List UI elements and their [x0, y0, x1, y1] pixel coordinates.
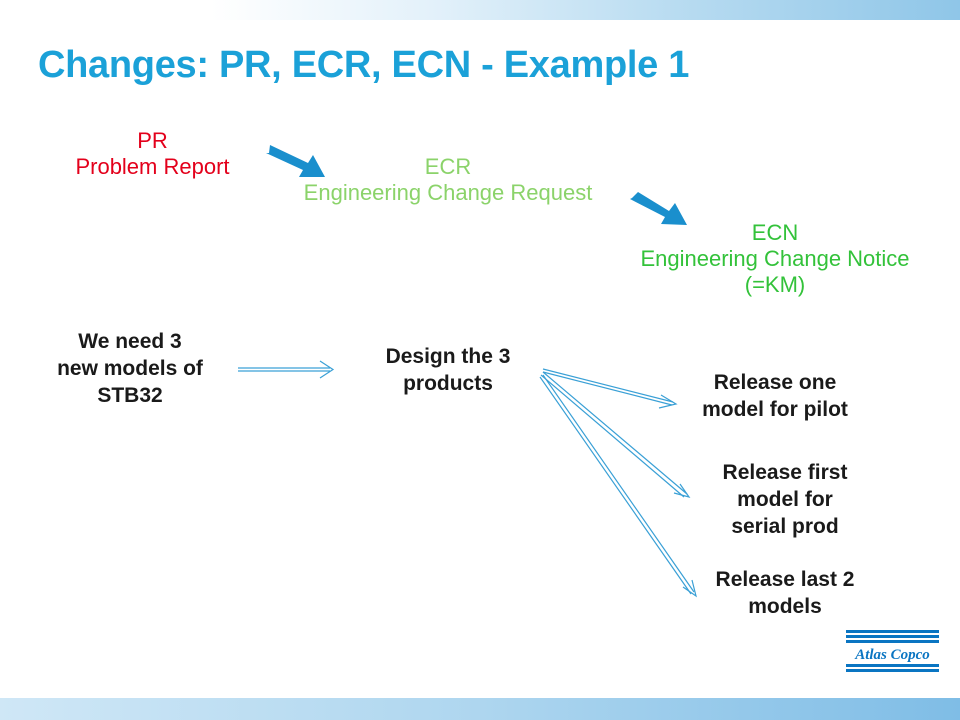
- stage-pr: PR Problem Report: [40, 128, 265, 180]
- ecn-full-name: Engineering Change Notice: [640, 246, 910, 271]
- stage-arrow-icon: [266, 145, 325, 177]
- pr-full-name: Problem Report: [75, 154, 230, 179]
- ecn-note: (=KM): [744, 272, 806, 297]
- atlas-copco-logo-icon: Atlas Copco: [846, 630, 939, 672]
- stage-ecn: ECN Engineering Change Notice (=KM): [600, 220, 950, 298]
- top-gradient-bar: [0, 0, 960, 20]
- step-design-products: Design the 3 products: [385, 345, 511, 395]
- ecr-full-name: Engineering Change Request: [303, 180, 593, 205]
- slide-title: Changes: PR, ECR, ECN - Example 1: [38, 44, 690, 86]
- flow-arrow-icon: [539, 374, 697, 598]
- step-release-first: Release first model for serial prod: [722, 461, 848, 538]
- ecr-abbr: ECR: [424, 154, 472, 179]
- flow-arrow-icon: [542, 368, 678, 409]
- logo-text: Atlas Copco: [854, 647, 930, 663]
- pr-abbr: PR: [137, 128, 168, 153]
- flow-arrow-icon: [238, 360, 335, 379]
- step-release-last: Release last 2 models: [715, 568, 855, 618]
- flow-arrow-icon: [540, 371, 691, 499]
- stage-arrow-icon: [630, 192, 687, 225]
- ecn-abbr: ECN: [751, 220, 799, 245]
- stage-ecr: ECR Engineering Change Request: [270, 154, 626, 206]
- step-need-models: We need 3 new models of STB32: [57, 330, 203, 407]
- step-release-pilot: Release one model for pilot: [702, 371, 848, 421]
- bottom-gradient-bar: [0, 698, 960, 720]
